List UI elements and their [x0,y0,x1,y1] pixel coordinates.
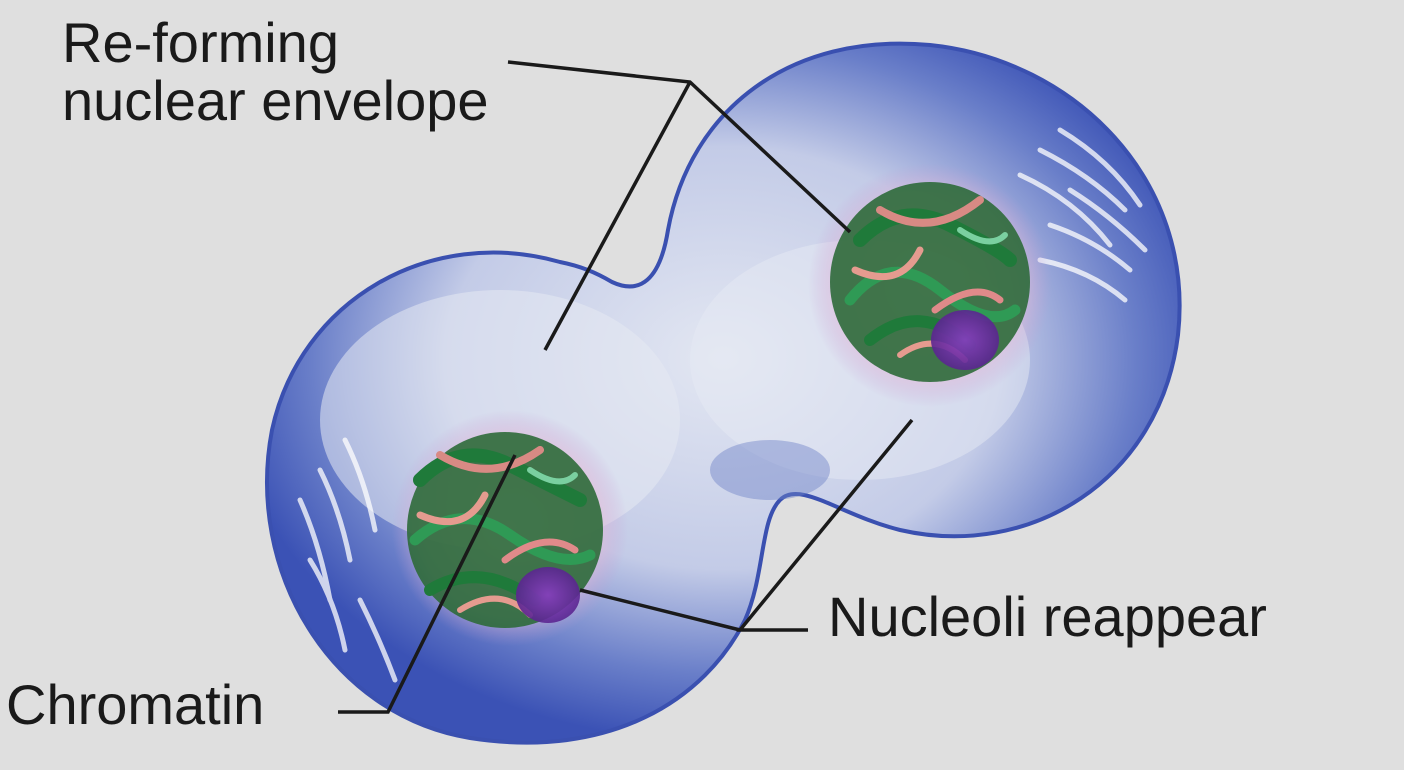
label-envelope-line1: Re-forming [62,11,339,74]
label-chromatin: Chromatin [6,673,265,736]
nucleoli-leader-branch [579,588,741,632]
label-reforming-nuclear-envelope: Re-forming nuclear envelope [62,14,489,130]
nucleus-left [392,410,628,646]
label-envelope-line2: nuclear envelope [62,69,489,132]
leader-lines [338,60,914,714]
nucleus-right [808,163,1052,407]
spindle-fibers-left [297,437,398,683]
chromatin-leader [338,454,517,714]
nucleolus-left [516,567,580,623]
envelope-leader-branch [543,81,692,351]
label-nucleoli-reappear: Nucleoli reappear [828,585,1267,648]
nucleolus-right [931,310,999,370]
furrow-shadow [710,440,830,500]
